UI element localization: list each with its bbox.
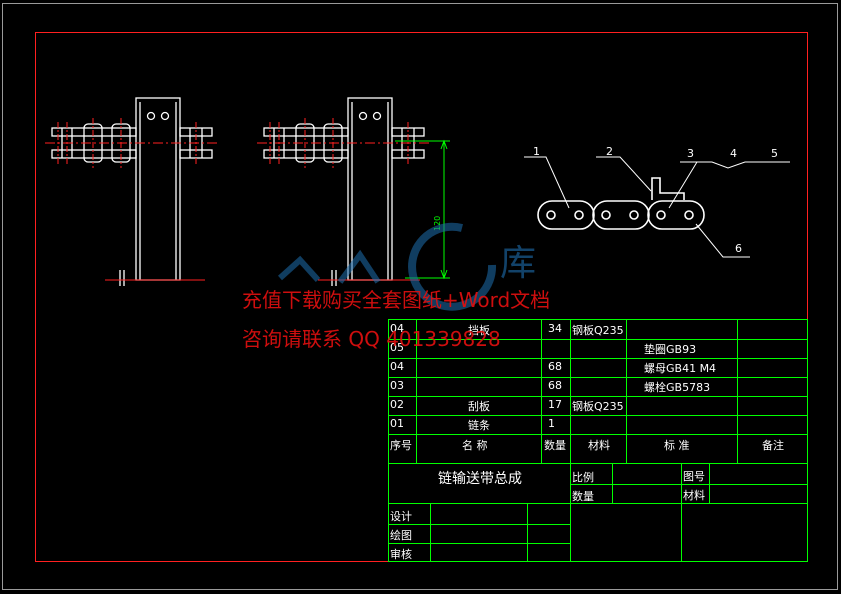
cell-standard: 螺母GB41 M4 <box>644 362 717 375</box>
cell-no: 02 <box>390 398 404 411</box>
design-label: 设计 <box>390 510 412 523</box>
cell-qty: 68 <box>548 360 562 373</box>
cell-no: 05 <box>390 341 404 354</box>
callout-6: 6 <box>735 242 742 255</box>
parts-list-grid <box>388 319 808 464</box>
parts-list: 04 挡板 34 钢板Q235 05 垫圈GB93 04 68 螺母GB41 M4 03 68 螺栓G… <box>388 319 808 464</box>
watermark-logo <box>277 222 497 311</box>
table-row: 04 68 螺母GB41 M4 <box>388 359 808 378</box>
cell-no: 03 <box>390 379 404 392</box>
table-row: 05 垫圈GB93 <box>388 340 808 359</box>
table-row: 01 链条 1 <box>388 416 808 435</box>
cell-no: 04 <box>390 360 404 373</box>
parts-list-header: 序号 名 称 数量 材料 标 准 备注 <box>388 434 808 454</box>
table-row: 02 刮板 17 钢板Q235 <box>388 397 808 416</box>
header-material: 材料 <box>588 439 610 452</box>
callout-1: 1 <box>533 145 540 158</box>
sheet-border <box>2 3 838 590</box>
cell-name: 刮板 <box>468 400 490 413</box>
watermark-line-1: 充值下载购买全套图纸+Word文档 <box>242 288 551 312</box>
cell-no: 04 <box>390 322 404 335</box>
title-block: 链输送带总成 比例 图号 数量 材料 设计 绘图 审核 <box>388 464 808 562</box>
table-row: 04 挡板 34 钢板Q235 <box>388 321 808 340</box>
header-note: 备注 <box>762 439 784 452</box>
cell-no: 01 <box>390 417 404 430</box>
dimension-value: 120 <box>433 216 442 231</box>
watermark-line-2: 咨询请联系 QQ 401339828 <box>242 327 501 351</box>
callout-4: 4 <box>730 147 737 160</box>
table-row: 03 68 螺栓GB5783 <box>388 378 808 397</box>
callout-3: 3 <box>687 147 694 160</box>
cell-qty: 68 <box>548 379 562 392</box>
callout-5: 5 <box>771 147 778 160</box>
cell-name: 链条 <box>468 419 490 432</box>
cell-standard: 螺栓GB5783 <box>644 381 711 394</box>
title-block-grid <box>388 463 808 562</box>
cell-name: 挡板 <box>468 324 490 337</box>
material-label: 材料 <box>683 489 705 502</box>
qty-label: 数量 <box>572 490 594 503</box>
watermark-logo-text: 库 <box>500 243 536 284</box>
header-qty: 数量 <box>544 439 566 452</box>
leader-lines <box>524 156 790 258</box>
centerlines-left <box>45 118 220 281</box>
scale-label: 比例 <box>572 471 594 484</box>
cell-material: 钢板Q235 <box>572 400 624 413</box>
cell-qty: 34 <box>548 322 562 335</box>
drawing-no-label: 图号 <box>683 470 705 483</box>
centerlines-middle <box>257 118 432 281</box>
cell-material: 钢板Q235 <box>572 324 624 337</box>
review-label: 审核 <box>390 548 412 561</box>
header-name: 名 称 <box>462 439 488 452</box>
cell-standard: 垫圈GB93 <box>644 343 697 356</box>
draw-label: 绘图 <box>390 529 412 542</box>
callout-2: 2 <box>606 145 613 158</box>
header-standard: 标 准 <box>664 439 690 452</box>
drawing-title: 链输送带总成 <box>438 471 522 487</box>
cell-qty: 1 <box>548 417 555 430</box>
cell-qty: 17 <box>548 398 562 411</box>
header-no: 序号 <box>390 439 412 452</box>
